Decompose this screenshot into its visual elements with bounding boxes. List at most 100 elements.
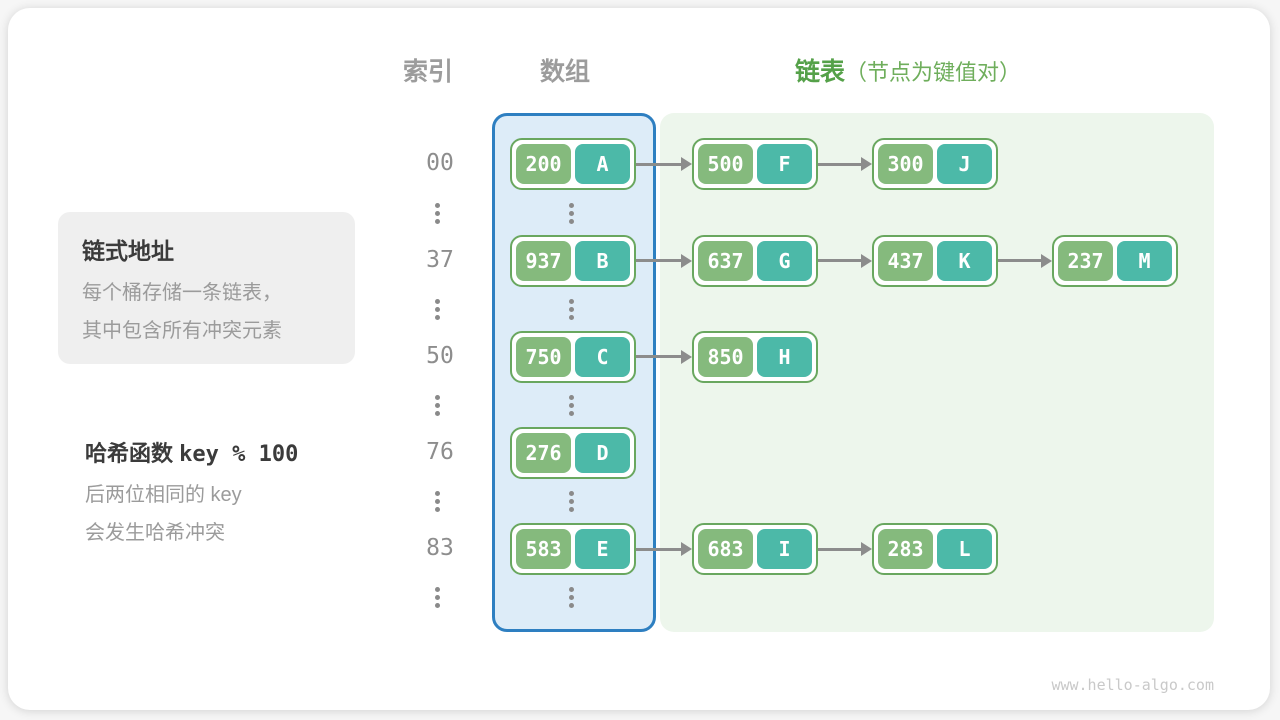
value-cell: L: [937, 529, 992, 569]
ellipsis-icon: [568, 587, 574, 608]
value-cell: I: [757, 529, 812, 569]
arrow-line: [818, 259, 863, 262]
ellipsis-dot: [434, 202, 440, 208]
ellipsis-icon: [568, 298, 574, 320]
hash-function-title: 哈希函数 key % 100: [85, 436, 298, 468]
ellipsis-dot: [568, 587, 574, 592]
hash-function-title-code: key % 100: [179, 442, 299, 467]
info-box-line-2: 其中包含所有冲突元素: [82, 320, 282, 342]
arrow-icon: [818, 542, 872, 556]
hash-note-line-1: 后两位相同的 key: [85, 484, 242, 506]
bucket-index-label: 37: [426, 246, 454, 273]
key-cell: 637: [698, 240, 753, 281]
key-cell: 583: [516, 529, 571, 569]
value-cell: A: [575, 144, 630, 184]
hash-function-title-cjk: 哈希函数: [85, 441, 174, 466]
ellipsis-dot: [434, 402, 440, 408]
ellipsis-dot: [568, 490, 574, 496]
bucket-index-label: 76: [426, 438, 454, 465]
ellipsis-dot: [568, 402, 574, 408]
value-cell: M: [1117, 240, 1172, 281]
arrow-head: [861, 253, 872, 268]
arrow-line: [636, 355, 683, 358]
arrow-icon: [636, 542, 692, 556]
ellipsis-dot: [568, 410, 574, 416]
ellipsis-dot: [434, 506, 440, 512]
key-cell: 850: [698, 336, 753, 377]
key-cell: 237: [1058, 240, 1113, 281]
arrow-head: [1041, 253, 1052, 268]
key-cell: 300: [878, 144, 933, 184]
key-cell: 500: [698, 144, 753, 184]
ellipsis-dot: [434, 210, 440, 216]
ellipsis-dot: [568, 603, 574, 608]
ellipsis-icon: [434, 394, 440, 416]
ellipsis-icon: [568, 202, 574, 224]
arrow-icon: [998, 253, 1052, 268]
bucket-index-label: 83: [426, 535, 454, 561]
value-cell: G: [757, 240, 812, 281]
ellipsis-dot: [568, 506, 574, 512]
ellipsis-dot: [434, 394, 440, 400]
header-linked-list-note: （节点为键值对）: [845, 60, 1022, 85]
ellipsis-dot: [568, 218, 574, 224]
ellipsis-dot: [434, 218, 440, 224]
arrow-line: [818, 162, 863, 166]
ellipsis-dot: [568, 298, 574, 304]
chaining-info-box: 链式地址 每个桶存储一条链表， 其中包含所有冲突元素: [58, 212, 355, 364]
value-cell: D: [575, 432, 630, 473]
ellipsis-dot: [434, 298, 440, 304]
key-cell: 437: [878, 240, 933, 281]
header-array: 数组: [540, 58, 591, 86]
arrow-head: [681, 349, 692, 364]
value-cell: B: [575, 240, 630, 281]
arrow-icon: [636, 253, 692, 268]
value-cell: J: [937, 144, 992, 184]
header-index: 索引: [403, 58, 454, 86]
value-cell: E: [575, 529, 630, 569]
ellipsis-dot: [568, 394, 574, 400]
header-linked-list-label: 链表: [795, 58, 846, 86]
key-cell: 937: [516, 240, 571, 281]
ellipsis-dot: [434, 603, 440, 608]
key-cell: 750: [516, 336, 571, 377]
ellipsis-dot: [434, 314, 440, 320]
ellipsis-dot: [568, 595, 574, 600]
ellipsis-dot: [434, 498, 440, 504]
arrow-line: [998, 259, 1043, 262]
ellipsis-dot: [434, 306, 440, 312]
arrow-head: [861, 542, 872, 556]
arrow-head: [681, 542, 692, 556]
arrow-head: [681, 157, 692, 171]
value-cell: H: [757, 336, 812, 377]
ellipsis-icon: [568, 394, 574, 416]
ellipsis-dot: [434, 410, 440, 416]
ellipsis-dot: [568, 306, 574, 312]
ellipsis-dot: [568, 314, 574, 320]
ellipsis-icon: [434, 490, 440, 512]
ellipsis-dot: [434, 595, 440, 600]
info-box-title: 链式地址: [82, 238, 174, 264]
value-cell: K: [937, 240, 992, 281]
key-cell: 276: [516, 432, 571, 473]
ellipsis-icon: [434, 202, 440, 224]
key-cell: 200: [516, 144, 571, 184]
arrow-head: [861, 157, 872, 171]
ellipsis-dot: [434, 587, 440, 592]
watermark: www.hello-algo.com: [1051, 676, 1214, 694]
arrow-icon: [818, 157, 872, 171]
key-cell: 683: [698, 529, 753, 569]
ellipsis-icon: [434, 298, 440, 320]
arrow-icon: [636, 349, 692, 364]
arrow-line: [636, 259, 683, 262]
